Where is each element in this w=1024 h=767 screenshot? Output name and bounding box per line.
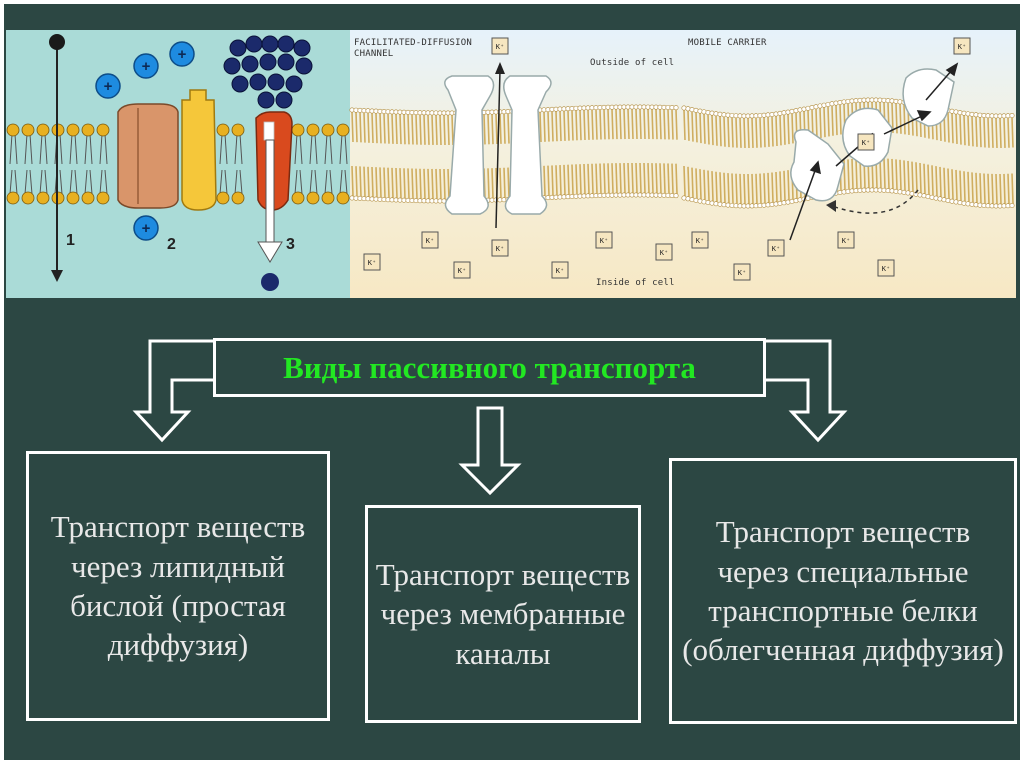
- black-molecule: [49, 34, 65, 50]
- inside-of-cell-label: Inside of cell: [596, 278, 675, 288]
- svg-text:K⁺: K⁺: [556, 267, 564, 275]
- svg-text:K⁺: K⁺: [368, 259, 376, 267]
- svg-text:K⁺: K⁺: [426, 237, 434, 245]
- blue-ions: [95, 41, 195, 241]
- svg-text:K⁺: K⁺: [862, 139, 870, 147]
- brown-channel-protein: [117, 103, 179, 209]
- navy-molecule: [261, 273, 279, 291]
- svg-text:K⁺: K⁺: [458, 267, 466, 275]
- middle-arrow: [458, 406, 522, 496]
- svg-text:K⁺: K⁺: [496, 245, 504, 253]
- outside-of-cell-label: Outside of cell: [590, 58, 675, 68]
- box-lipid-bilayer-text: Транспорт веществ через липидный бислой …: [50, 509, 306, 663]
- carrier-illustration: [681, 30, 1016, 298]
- channel-label: FACILITATED-DIFFUSION CHANNEL: [354, 38, 472, 59]
- yellow-carrier-protein: [181, 89, 217, 211]
- svg-text:+: +: [104, 78, 113, 95]
- svg-text:K⁺: K⁺: [842, 237, 850, 245]
- svg-text:K⁺: K⁺: [738, 269, 746, 277]
- label-number-2: 2: [167, 236, 176, 253]
- box-lipid-bilayer: Транспорт веществ через липидный бислой …: [26, 451, 330, 721]
- svg-text:K⁺: K⁺: [882, 265, 890, 273]
- box-membrane-channels: Транспорт веществ через мембранные канал…: [365, 505, 641, 723]
- molecule-cluster: [223, 35, 313, 109]
- svg-text:+: +: [142, 220, 151, 237]
- potassium-ions: K⁺ K⁺ K⁺ K⁺ K⁺ K⁺ K⁺ K⁺ K⁺ K⁺ K⁺ K⁺ K⁺ K⁺ K⁺: [363, 37, 971, 281]
- svg-text:+: +: [178, 46, 187, 63]
- left-arrow: [132, 339, 213, 443]
- channel-illustration: [349, 30, 682, 298]
- svg-text:+: +: [142, 58, 151, 75]
- box-transport-proteins-text: Транспорт веществ через специальные тран…: [682, 514, 1004, 668]
- lipid-bilayer-left: [6, 123, 350, 205]
- channel-protein-left: [444, 75, 495, 215]
- svg-text:K⁺: K⁺: [958, 43, 966, 51]
- box-membrane-channels-text: Транспорт веществ через мембранные канал…: [375, 556, 631, 671]
- right-arrow: [766, 339, 848, 443]
- box-transport-proteins: Транспорт веществ через специальные тран…: [669, 458, 1017, 724]
- svg-text:K⁺: K⁺: [660, 249, 668, 257]
- svg-text:K⁺: K⁺: [772, 245, 780, 253]
- svg-text:K⁺: K⁺: [496, 43, 504, 51]
- mobile-carrier-label: MOBILE CARRIER: [688, 38, 767, 48]
- svg-text:K⁺: K⁺: [600, 237, 608, 245]
- diagram-title-box: Виды пассивного транспорта: [213, 338, 766, 397]
- label-number-3: 3: [286, 236, 295, 253]
- connector-arrows: [132, 339, 848, 496]
- diagram-title: Виды пассивного транспорта: [283, 349, 696, 385]
- left-membrane-illustration: + + + +: [6, 30, 350, 298]
- label-number-1: 1: [66, 232, 75, 249]
- svg-text:K⁺: K⁺: [696, 237, 704, 245]
- channel-protein-right: [503, 75, 552, 215]
